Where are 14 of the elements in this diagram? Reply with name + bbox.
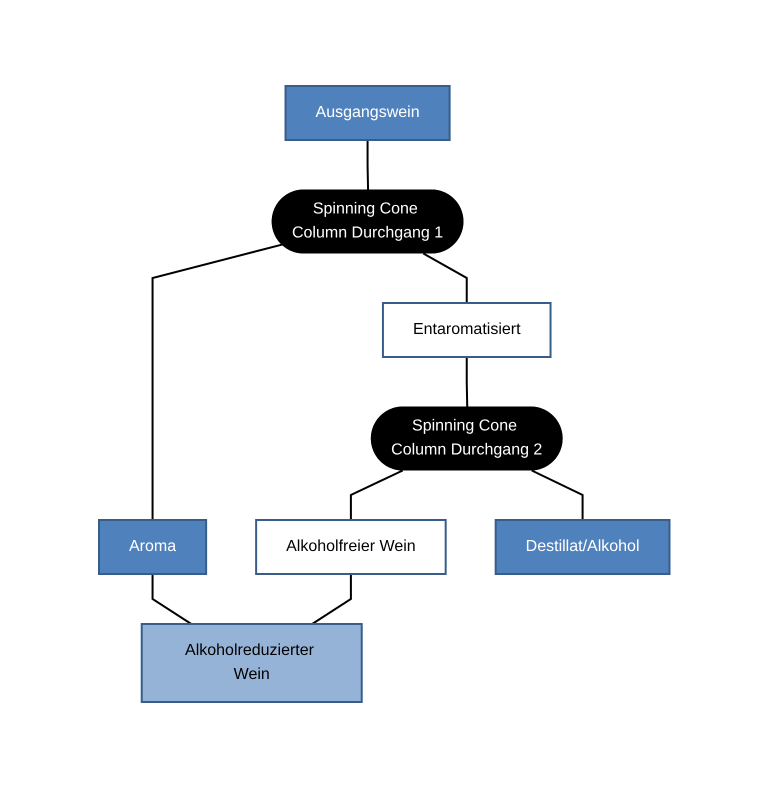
node-box: Alkoholreduzierter Wein [140,623,363,703]
node-box: Alkoholfreier Wein [255,519,447,575]
node-box: Entaromatisiert [382,302,552,358]
node-box: Aroma [98,519,208,575]
connector [423,252,468,303]
connector [350,470,404,520]
connector [312,574,352,625]
node-box: Destillat/Alkohol [494,519,671,575]
connector [466,357,468,408]
connector [366,140,370,191]
connector [152,574,192,625]
connector [532,470,584,520]
connector [152,244,283,520]
node-box: Ausgangswein [284,85,451,141]
